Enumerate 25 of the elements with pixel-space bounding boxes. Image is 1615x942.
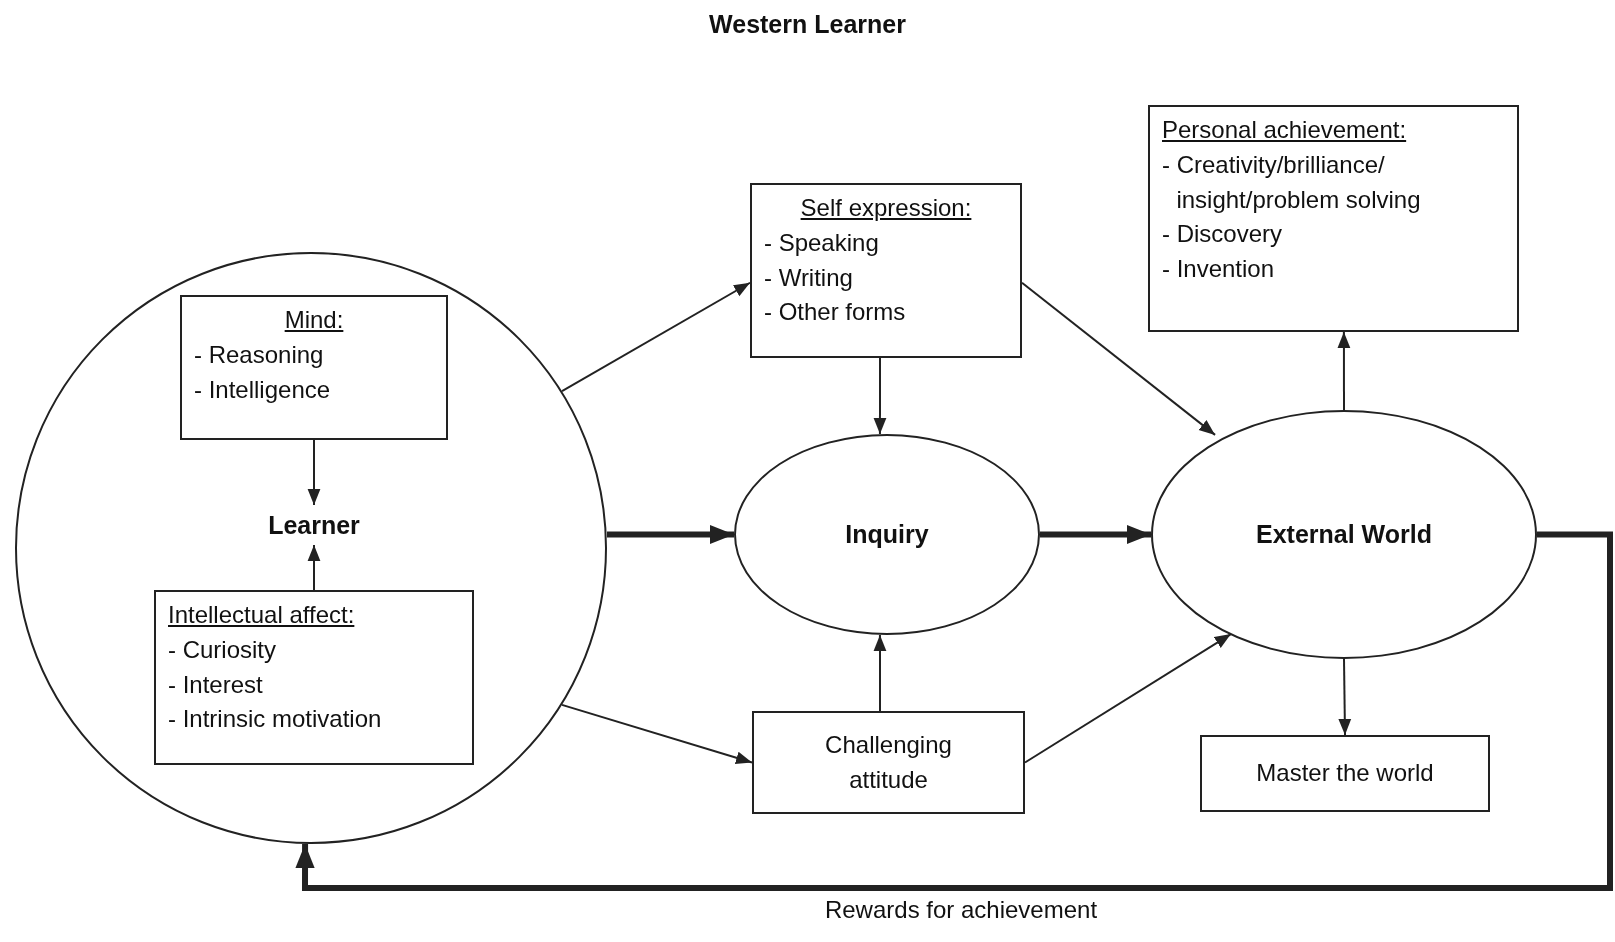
arrow (1338, 658, 1352, 736)
arrow (295, 531, 1613, 891)
concept-box: Self expression: - Speaking - Writing - Other forms (750, 183, 1022, 358)
arrow (1024, 633, 1232, 764)
arrow (873, 357, 887, 435)
arrow (873, 634, 887, 712)
edge-label: Rewards for achievement (823, 896, 1099, 924)
concept-box: Personal achievement: - Creativity/brilliance/ insight/problem solving - Discovery - Invention (1148, 105, 1519, 332)
arrow (307, 439, 321, 506)
concept-ellipse: Inquiry (734, 434, 1040, 635)
arrow (307, 544, 321, 591)
concept-ellipse: External World (1151, 410, 1537, 659)
concept-box: Intellectual affect: - Curiosity - Interest - Intrinsic motivation (154, 590, 474, 765)
arrow (561, 703, 753, 764)
arrow (1021, 281, 1217, 436)
arrow (1337, 331, 1351, 411)
concept-box: Challenging attitude (752, 711, 1025, 814)
concept-box: Mind: - Reasoning - Intelligence (180, 295, 448, 440)
center-label: Learner (224, 505, 404, 545)
arrow (607, 524, 734, 545)
diagram-title: Western Learner (708, 10, 907, 39)
arrow (1040, 524, 1151, 545)
concept-box: Master the world (1200, 735, 1490, 812)
circle-outline (15, 252, 607, 844)
arrow (561, 281, 751, 393)
